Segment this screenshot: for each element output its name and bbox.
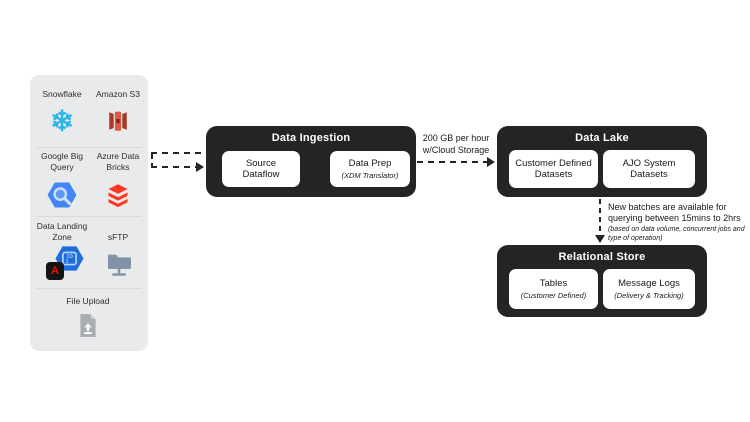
batch-note-line1: New batches are available for (608, 202, 727, 212)
batch-note-line3: (based on data volume, concurrent jobs a… (608, 225, 745, 233)
data-lake-title: Data Lake (575, 132, 629, 144)
source-label-amazon-s3: Amazon S3 (96, 89, 140, 99)
data-ingestion-box: Data Ingestion Source Dataflow Data Prep… (206, 126, 416, 197)
panel-divider (36, 147, 142, 148)
google-bigquery-icon (45, 178, 79, 212)
batch-note-line4: type of operation) (608, 234, 663, 242)
arrowhead-right-icon (321, 162, 329, 172)
source-label-sftp: sFTP (107, 232, 129, 242)
sources-to-ingestion-connector-top (151, 152, 208, 154)
customer-datasets-label: Customer Defined Datasets (515, 157, 592, 180)
ingestion-to-lake-connector (417, 161, 487, 163)
source-label-file-upload: File Upload (66, 296, 110, 306)
sources-panel: Snowflake ❄ Amazon S3 Google Big Query A… (30, 75, 148, 351)
tables-label: Tables (539, 278, 568, 290)
lake-to-relational-connector (599, 199, 601, 235)
binary-text-top: 10 (66, 254, 72, 260)
azure-databricks-icon (103, 181, 133, 211)
panel-divider (36, 288, 142, 289)
relational-store-box: Relational Store Tables (Customer Define… (497, 245, 707, 317)
throughput-line1: 200 GB per hour (422, 133, 490, 143)
amazon-s3-icon (104, 107, 132, 135)
source-label-data-landing-zone: Data Landing Zone (36, 221, 88, 243)
source-label-snowflake: Snowflake (42, 89, 82, 99)
source-label-azure-databricks: Azure Data Bricks (96, 151, 140, 173)
batch-note-line2: querying between 15mins to 2hrs (608, 213, 741, 224)
arrowhead-down-icon (595, 235, 605, 243)
batch-availability-annotation: New batches are available for querying b… (608, 202, 748, 243)
message-logs-label: Message Logs (618, 278, 680, 290)
tables-sublabel: (Customer Defined) (520, 290, 587, 300)
sources-connector-elbow (151, 154, 153, 167)
sources-to-ingestion-connector-bottom (151, 166, 196, 168)
throughput-annotation: 200 GB per hour w/Cloud Storage (412, 133, 500, 156)
sftp-folder-icon (104, 247, 134, 281)
data-ingestion-title: Data Ingestion (271, 132, 351, 144)
ajo-datasets-label: AJO System Datasets (622, 157, 676, 180)
relational-store-title: Relational Store (558, 251, 646, 263)
arrowhead-right-icon (196, 162, 204, 172)
panel-divider (36, 216, 142, 217)
data-prep-label: Data Prep (348, 158, 392, 170)
source-label-google-bigquery: Google Big Query (40, 151, 84, 173)
message-logs-sublabel: (Delivery & Tracking) (614, 290, 684, 300)
customer-datasets-node: Customer Defined Datasets (509, 150, 598, 188)
binary-text-bottom: 1 (65, 259, 68, 265)
snowflake-icon: ❄ (49, 103, 75, 138)
adobe-logo-icon: A (46, 262, 64, 280)
data-landing-zone-icon: 10 1 A (46, 242, 86, 282)
ajo-datasets-node: AJO System Datasets (603, 150, 695, 188)
tables-node: Tables (Customer Defined) (509, 269, 598, 309)
throughput-line2: w/Cloud Storage (422, 144, 490, 155)
data-prep-sublabel: (XDM Translator) (341, 170, 399, 180)
data-prep-node: Data Prep (XDM Translator) (330, 151, 410, 187)
file-upload-icon (74, 311, 102, 341)
data-lake-box: Data Lake Customer Defined Datasets AJO … (497, 126, 707, 197)
message-logs-node: Message Logs (Delivery & Tracking) (603, 269, 695, 309)
source-dataflow-node: Source Dataflow (222, 151, 300, 187)
dataflow-to-dataprep-connector (300, 166, 322, 168)
arrowhead-right-icon (487, 157, 495, 167)
source-dataflow-label: Source Dataflow (242, 157, 280, 180)
